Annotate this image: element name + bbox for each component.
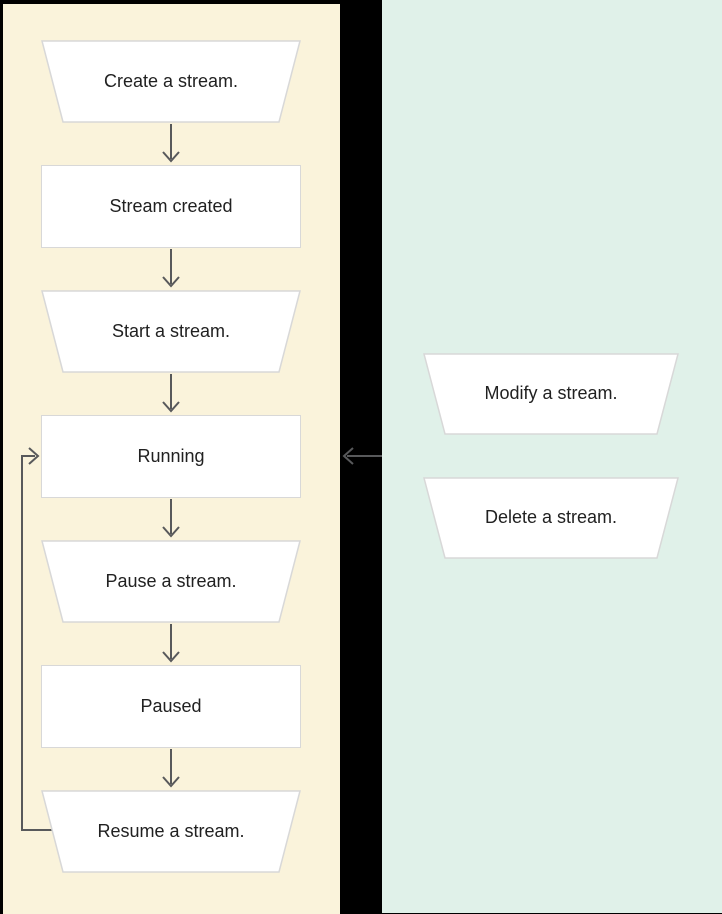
trapezoid-shape (41, 540, 301, 623)
node-delete-a-stream: Delete a stream. (423, 477, 679, 559)
node-label: Running (137, 445, 205, 466)
trapezoid-shape (423, 353, 679, 435)
node-label: Paused (140, 695, 202, 716)
node-label: Stream created (109, 195, 233, 216)
trapezoid-shape (41, 290, 301, 373)
node-start-a-stream: Start a stream. (41, 290, 301, 373)
node-label: Create a stream. (103, 70, 239, 91)
node-label: Resume a stream. (97, 820, 245, 841)
node-modify-a-stream: Modify a stream. (423, 353, 679, 435)
node-pause-a-stream: Pause a stream. (41, 540, 301, 623)
node-create-a-stream: Create a stream. (41, 40, 301, 123)
trapezoid-shape (41, 790, 301, 873)
node-resume-a-stream: Resume a stream. (41, 790, 301, 873)
node-running: Running (41, 415, 301, 498)
node-label: Start a stream. (111, 320, 231, 341)
trapezoid-shape (423, 477, 679, 559)
node-label: Modify a stream. (484, 383, 618, 404)
node-label: Pause a stream. (105, 570, 237, 591)
trapezoid-shape (41, 40, 301, 123)
node-paused: Paused (41, 665, 301, 748)
edge-right-panel-to-running-arrow (342, 447, 382, 465)
node-label: Delete a stream. (484, 507, 618, 528)
node-stream-created: Stream created (41, 165, 301, 248)
stream-actions-panel (382, 0, 722, 913)
